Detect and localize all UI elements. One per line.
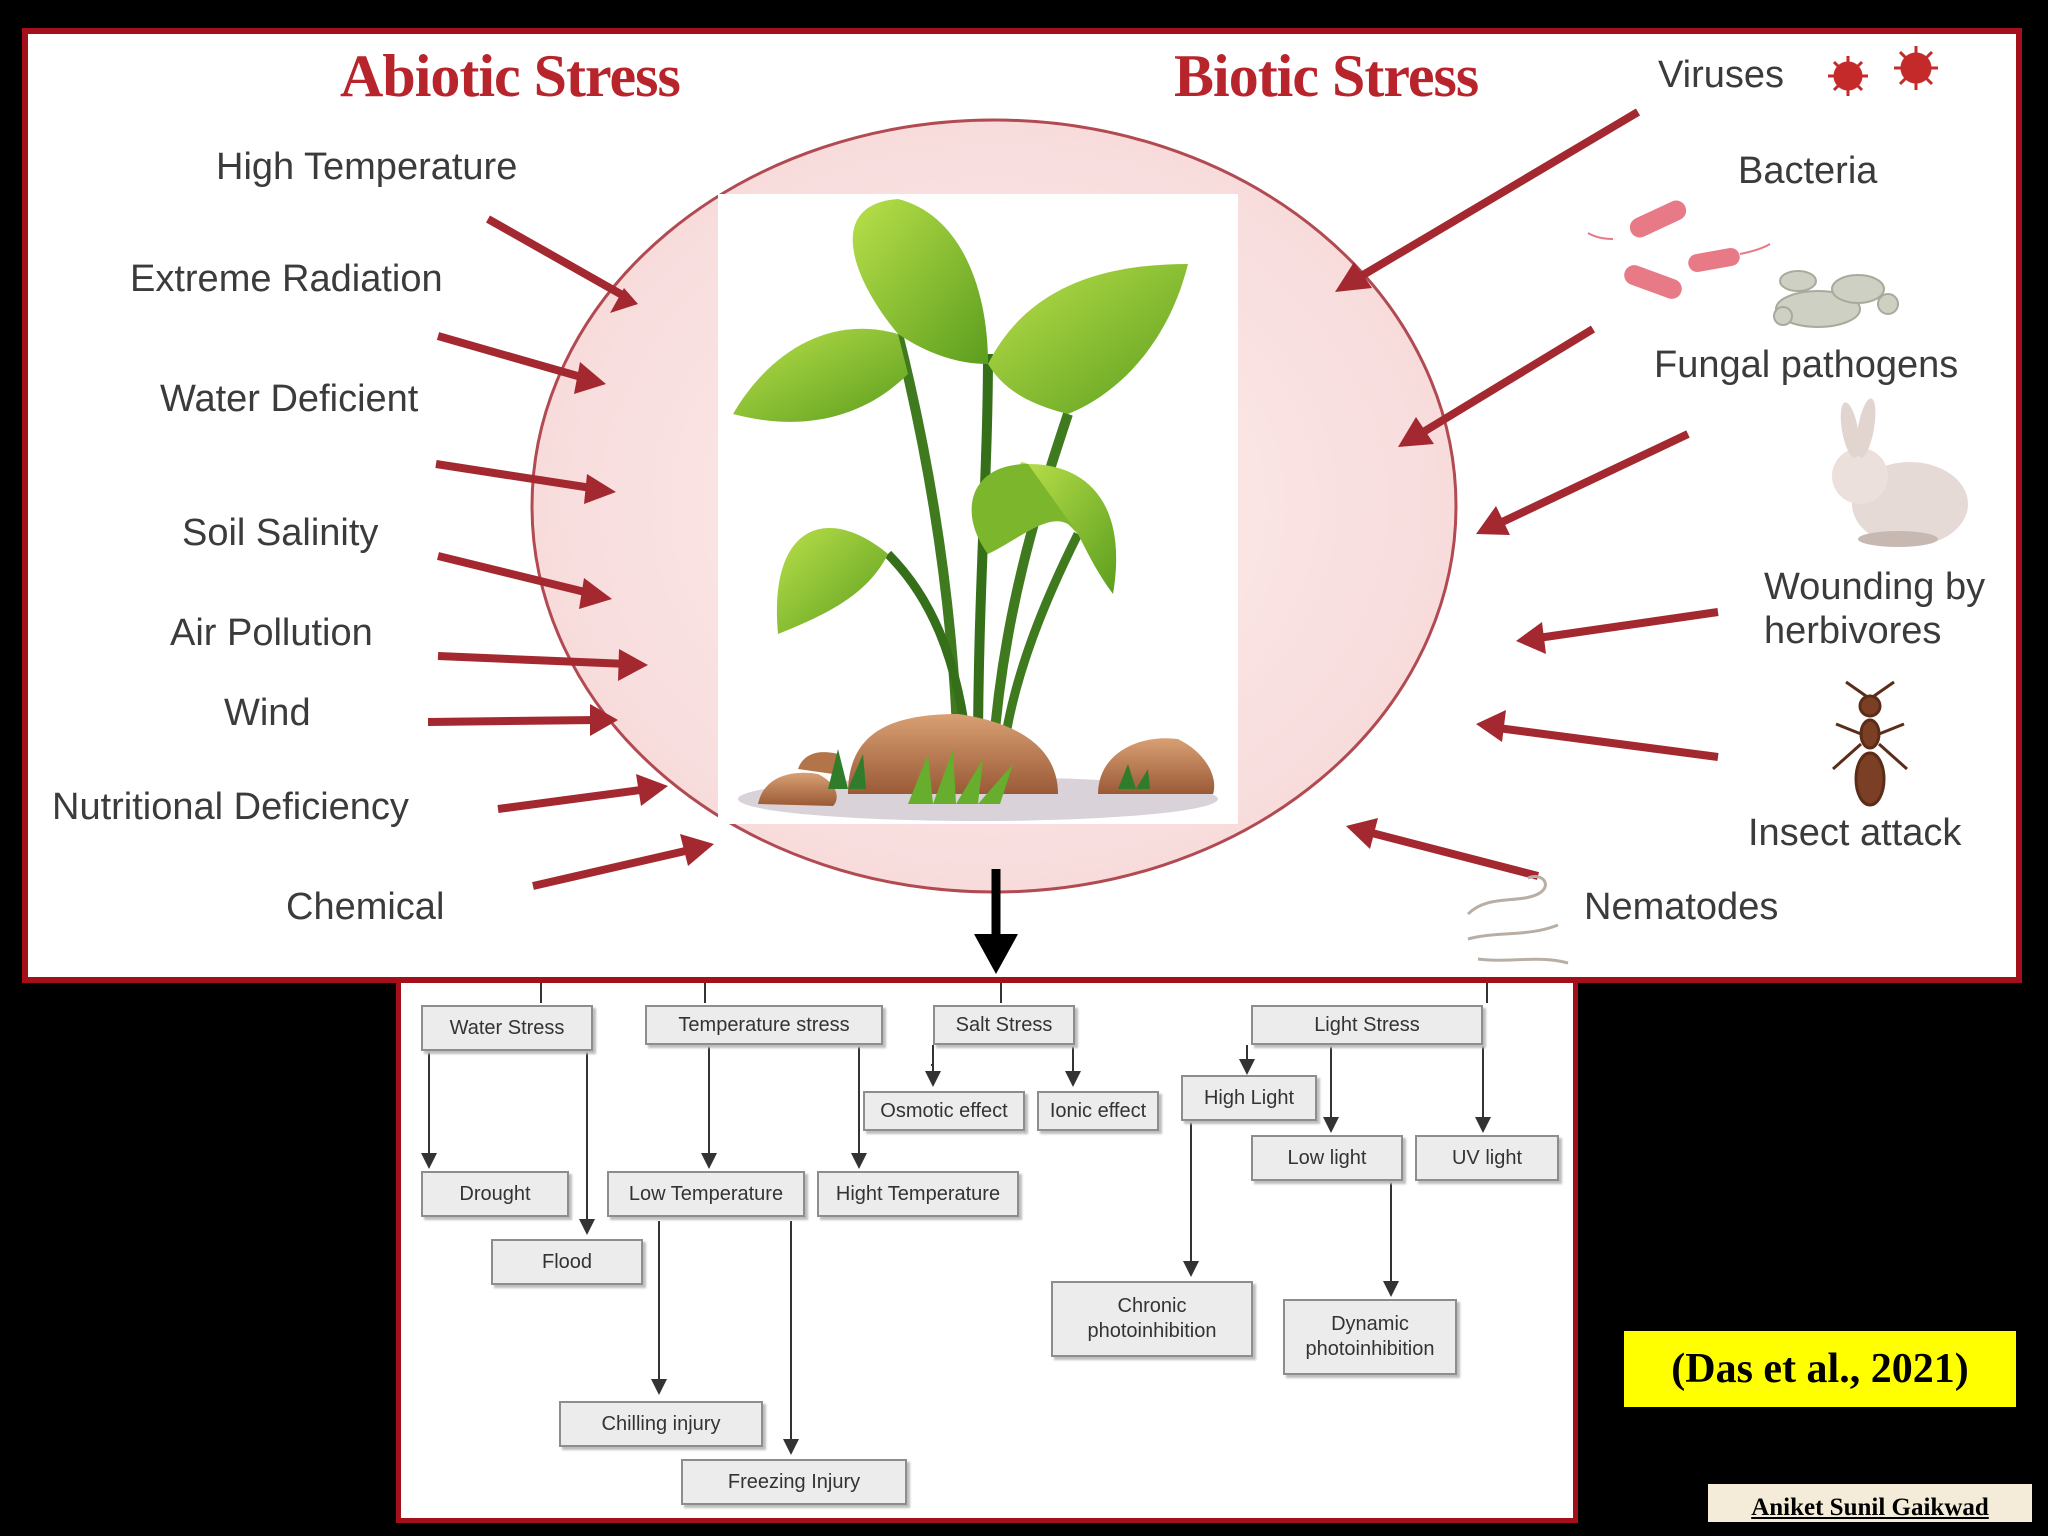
box-high-temperature: Hight Temperature	[817, 1171, 1019, 1217]
box-water-stress: Water Stress	[421, 1005, 593, 1051]
abiotic-heading: Abiotic Stress	[340, 43, 681, 109]
flowchart-connectors	[421, 983, 1491, 1455]
label-wounding-line1: Wounding by	[1764, 566, 1986, 608]
ant-icon	[1832, 680, 1908, 807]
fungus-icon	[1773, 270, 1899, 328]
bacteria-icon	[1587, 200, 1771, 299]
plant-illustration	[718, 194, 1238, 824]
label-wind: Wind	[224, 692, 311, 734]
box-uv-light: UV light	[1415, 1135, 1559, 1181]
box-flood: Flood	[491, 1239, 643, 1285]
citation-label: (Das et al., 2021)	[1624, 1331, 2016, 1407]
box-high-light: High Light	[1181, 1075, 1317, 1121]
label-wounding-line2: herbivores	[1764, 610, 1942, 652]
box-dynamic-photoinhibition: Dynamic photoinhibition	[1283, 1299, 1457, 1375]
nematode-icon	[1466, 875, 1569, 965]
box-light-stress: Light Stress	[1251, 1005, 1483, 1045]
label-nutritional-deficiency: Nutritional Deficiency	[52, 786, 409, 828]
label-nematodes: Nematodes	[1584, 886, 1779, 928]
label-soil-salinity: Soil Salinity	[182, 512, 379, 554]
label-viruses: Viruses	[1658, 54, 1785, 96]
stress-overview-graphic	[427, 46, 1968, 974]
label-water-deficient: Water Deficient	[160, 378, 419, 420]
biotic-heading: Biotic Stress	[1174, 43, 1479, 109]
box-drought: Drought	[421, 1171, 569, 1217]
dynamic-line1: Dynamic	[1331, 1313, 1409, 1335]
box-low-light: Low light	[1251, 1135, 1403, 1181]
chronic-line2: photoinhibition	[1087, 1320, 1217, 1342]
label-air-pollution: Air Pollution	[170, 612, 373, 654]
biotic-arrows	[1335, 108, 1719, 880]
stress-overview-panel: Abiotic Stress Biotic Stress High Temper…	[22, 28, 2022, 983]
dynamic-line2: photoinhibition	[1305, 1338, 1435, 1360]
abiotic-arrows	[427, 215, 714, 890]
label-fungal-pathogens: Fungal pathogens	[1654, 344, 1959, 386]
abiotic-flowchart-panel: Water Stress Temperature stress Salt Str…	[396, 983, 1578, 1523]
box-salt-stress: Salt Stress	[933, 1005, 1075, 1045]
down-arrow	[974, 869, 1018, 974]
box-osmotic-effect: Osmotic effect	[863, 1091, 1025, 1131]
box-chronic-photoinhibition: Chronic photoinhibition	[1051, 1281, 1253, 1357]
chronic-line1: Chronic	[1117, 1295, 1187, 1317]
label-high-temperature: High Temperature	[216, 146, 518, 188]
label-chemical: Chemical	[286, 886, 445, 928]
virus-icon	[1828, 46, 1938, 96]
box-low-temperature: Low Temperature	[607, 1171, 805, 1217]
box-chilling-injury: Chilling injury	[559, 1401, 763, 1447]
rabbit-icon	[1832, 398, 1968, 547]
label-insect-attack: Insect attack	[1748, 812, 1962, 854]
box-temperature-stress: Temperature stress	[645, 1005, 883, 1045]
box-ionic-effect: Ionic effect	[1037, 1091, 1159, 1131]
author-credit: Aniket Sunil Gaikwad	[1708, 1484, 2032, 1522]
label-bacteria: Bacteria	[1738, 150, 1878, 192]
label-extreme-radiation: Extreme Radiation	[130, 258, 443, 300]
box-freezing-injury: Freezing Injury	[681, 1459, 907, 1505]
